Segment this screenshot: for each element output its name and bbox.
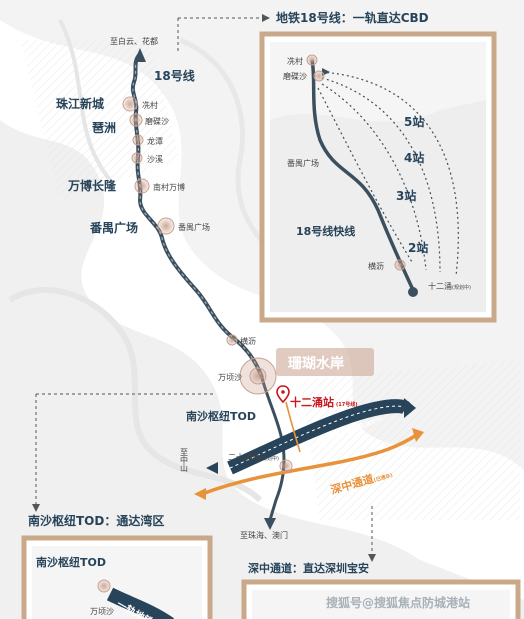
ershiyong-station: 二十涌站(规划中) (228, 452, 293, 473)
north-terminus-label: 至白云、花都 (110, 36, 158, 46)
watermark: 搜狐号@搜狐焦点防城港站 (326, 595, 470, 610)
top-callout: 地铁18号线：一轨直达CBD (177, 10, 429, 52)
inset-moshasha: 磨碟沙 (283, 71, 307, 81)
inset-nansha-title: 南沙枢纽TOD (36, 555, 106, 569)
station-moshasha-label: 磨碟沙 (145, 116, 169, 126)
logo-text: 珊瑚水岸 (288, 355, 344, 372)
nansha-hub-label: 南沙枢纽TOD (186, 409, 256, 423)
inset-express: 冼村 磨碟沙 番禺广场 18号线快线 横沥 十二涌(规划中) 5站 4站 3站 … (259, 31, 497, 323)
nansha-callout: 南沙枢纽TOD：通达湾区 (28, 393, 216, 528)
project-name: 十二涌站(17号线) (290, 395, 358, 409)
inset-stop-count-2: 2站 (408, 240, 428, 255)
inset-shieryong: 十二涌(规划中) (428, 281, 471, 291)
station-nancun (134, 178, 150, 194)
inset-express-label: 18号线快线 (296, 224, 355, 238)
inset-nansha: 南沙枢纽TOD 万顷沙 一轨地铁 (21, 535, 213, 619)
station-shaxi (131, 152, 143, 164)
west-direction-label: 至中山 (180, 448, 189, 473)
inset-shenzhong (241, 579, 521, 619)
station-moshasha (129, 113, 143, 127)
shenzhong-callout: 深中通道：直达深圳宝安 (248, 506, 376, 575)
district-pazhou: 琶洲 (92, 121, 116, 135)
inset-stop-count-3: 3站 (396, 188, 416, 203)
station-hengli-label: 横沥 (240, 336, 256, 346)
nansha-heading: 南沙枢纽TOD：通达湾区 (28, 513, 164, 528)
station-longtan (132, 134, 144, 146)
district-wanbo: 万博长隆 (67, 178, 117, 193)
inset-hengli: 横沥 (368, 261, 384, 271)
station-xiancun-label: 冼村 (142, 100, 158, 110)
main-stations: 冼村 磨碟沙 龙潭 沙溪 南村万博 番禺广场 横沥 万顷沙 至白云、花都 18号… (56, 36, 277, 395)
district-zhujiang: 珠江新城 (56, 96, 104, 111)
project-logo: 珊瑚水岸 (276, 348, 374, 376)
inset-stop-count-5: 5站 (404, 114, 424, 129)
station-xiancun (122, 96, 138, 112)
inset-panyu: 番禺广场 (287, 158, 319, 168)
top-title: 地铁18号线：一轨直达CBD (276, 10, 429, 25)
south-direction-label: 至珠海、澳门 (240, 530, 288, 540)
district-panyu: 番禺广场 (89, 220, 138, 235)
inset-stop-count-4: 4站 (404, 150, 424, 165)
station-hengli (226, 334, 238, 346)
station-panyu-label: 番禺广场 (178, 222, 210, 232)
inset-nansha-station: 万顷沙 (90, 607, 114, 616)
station-longtan-label: 龙潭 (147, 136, 163, 146)
project-pin: 十二涌站(17号线) (276, 385, 358, 409)
station-shaxi-label: 沙溪 (147, 154, 163, 164)
station-wanqingsha (249, 367, 267, 385)
station-panyu (157, 217, 175, 235)
inset-xiancun: 冼村 (287, 56, 303, 66)
shenzhong-heading: 深中通道：直达深圳宝安 (248, 561, 369, 575)
station-wanqingsha-label: 万顷沙 (218, 373, 242, 382)
shenzhen-intercity-line: 深南中城际(规划中) (206, 398, 416, 475)
line-18-label: 18号线 (154, 68, 195, 83)
shierhyong-connector (285, 401, 301, 453)
station-nancun-label: 南村万博 (153, 182, 185, 192)
ershiyong-label: 二十涌站(规划中) (228, 452, 279, 462)
